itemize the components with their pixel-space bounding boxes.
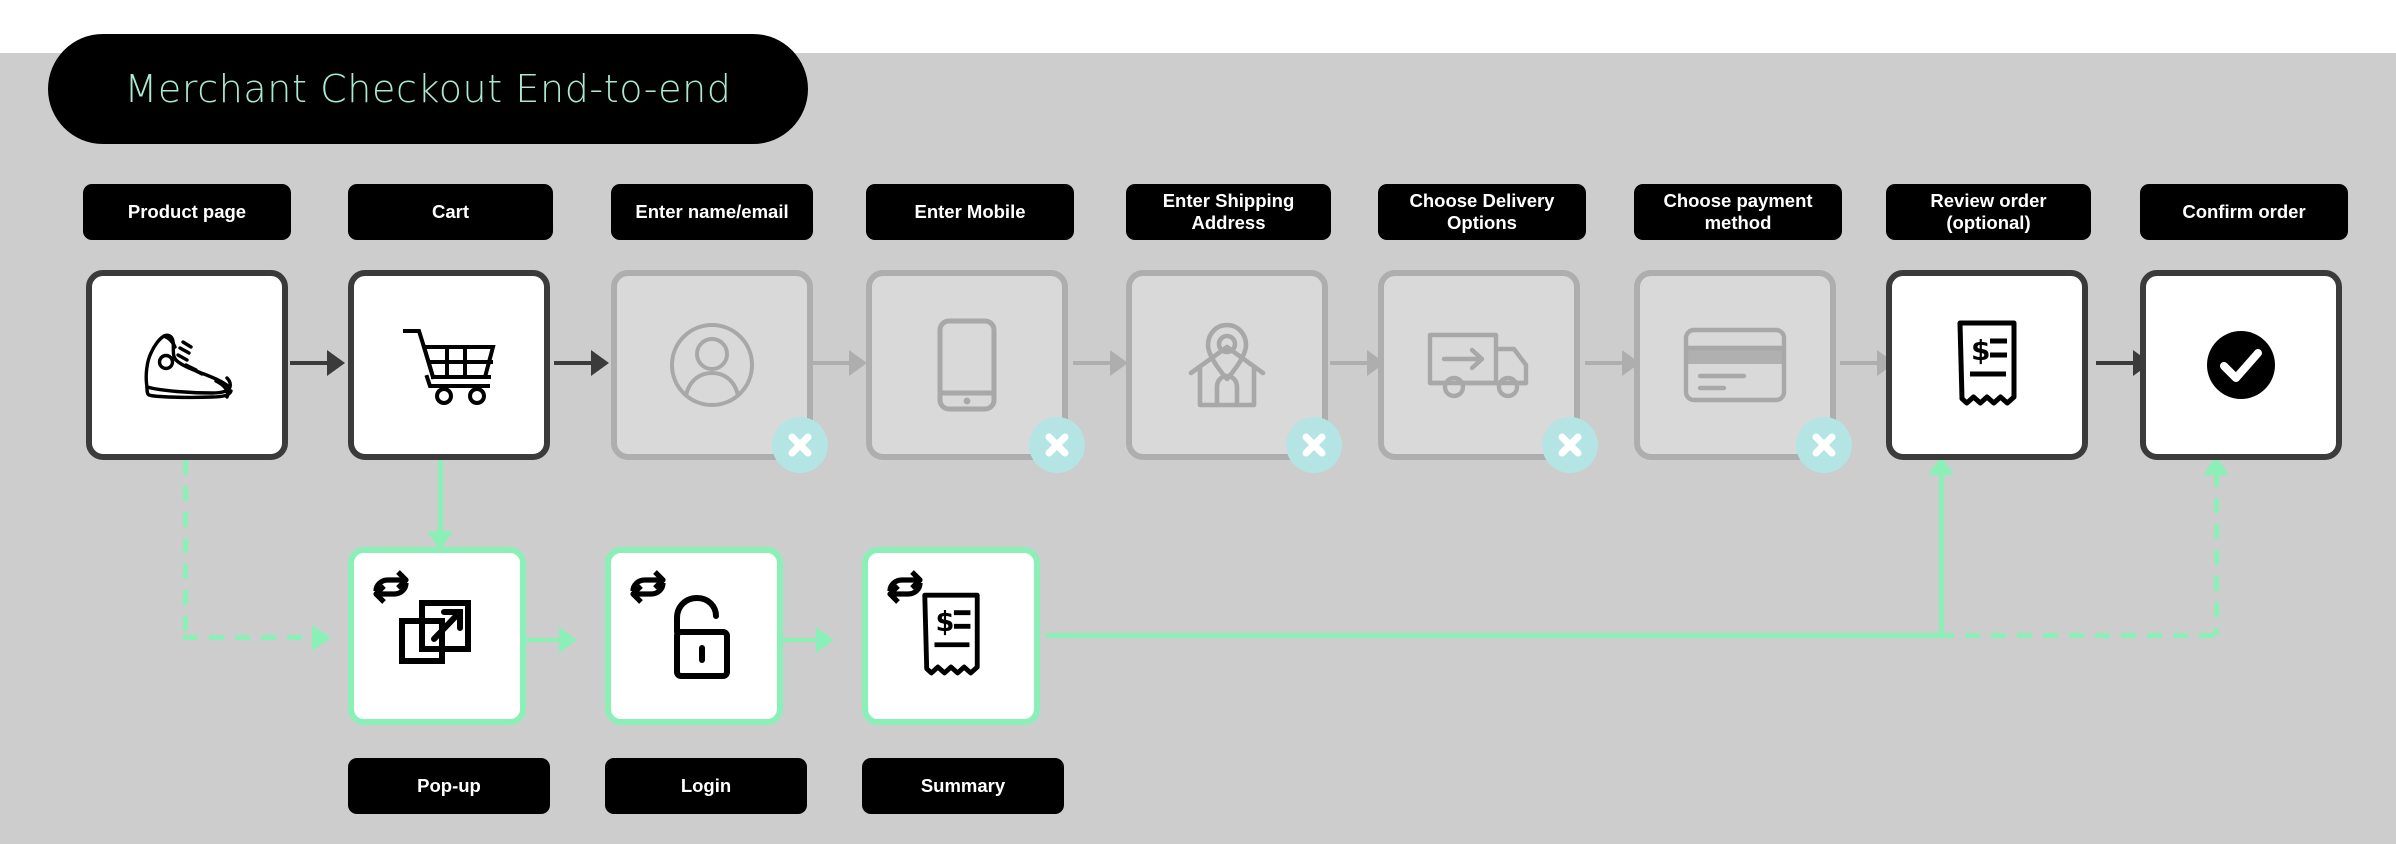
route-to-confirm-horizontal [1939,633,2219,638]
sub-label-text: Login [680,775,732,797]
credit-card-icon [1683,327,1787,403]
step-label-text: Product page [127,201,247,223]
sub-label-summary[interactable]: Summary [862,758,1064,814]
user-account-icon [670,323,754,407]
step-card-confirm-order[interactable] [2140,270,2342,460]
page-title: Merchant Checkout End-to-end [48,34,808,144]
connector-shaft [1585,361,1622,365]
receipt-icon: $ [922,592,980,676]
connector-shaft [525,638,559,642]
step-label-review-order[interactable]: Review order (optional) [1886,184,2091,240]
connector-delivery-to-payment [1585,348,1640,378]
step-label-text: Enter Shipping Address [1162,190,1295,233]
home-location-icon [1188,322,1266,408]
route-summary-to-review-arrowhead [1928,456,1954,475]
step-card-product-page[interactable] [86,270,288,460]
delivery-truck-icon [1427,332,1529,399]
connector-shaft [1330,361,1367,365]
step-label-text: Enter Mobile [914,201,1026,223]
step-label-choose-payment-method[interactable]: Choose payment method [1634,184,1842,240]
x-mark-icon [1558,433,1582,457]
connector-arrowhead [327,350,345,376]
step-label-enter-mobile[interactable]: Enter Mobile [866,184,1074,240]
unlocked-padlock-icon [674,595,730,679]
step-label-enter-shipping-address[interactable]: Enter Shipping Address [1126,184,1331,240]
sub-card-summary[interactable]: $ [862,547,1040,725]
external-window-icon [399,600,471,664]
svg-text:$: $ [935,607,954,638]
exclude-badge-choose-delivery-options[interactable] [1542,417,1598,473]
route-product-to-popup-arrowhead [312,625,331,651]
exclude-badge-enter-name-email[interactable] [772,417,828,473]
connector-shaft [1840,361,1877,365]
route-summary-to-review-horizontal [1046,633,1942,638]
sub-label-login[interactable]: Login [605,758,807,814]
route-summary-to-review-vertical [1939,472,1944,635]
step-card-cart[interactable] [348,270,550,460]
check-circle-icon [2207,331,2275,399]
exclude-badge-enter-mobile[interactable] [1029,417,1085,473]
connector-popup-to-login [525,625,577,655]
exclude-badge-choose-payment-method[interactable] [1796,417,1852,473]
x-mark-icon [1045,433,1069,457]
route-to-confirm-vertical [2214,472,2219,635]
connector-shaft [554,361,591,365]
connector-arrowhead [1110,350,1128,376]
sub-card-login[interactable] [605,547,783,725]
connector-shaft [1073,361,1110,365]
connector-shipping-to-delivery [1330,348,1385,378]
step-card-review-order[interactable]: $ [1886,270,2088,460]
step-label-enter-name-email[interactable]: Enter name/email [611,184,813,240]
sub-label-popup[interactable]: Pop-up [348,758,550,814]
sub-card-popup[interactable] [348,547,526,725]
receipt-icon: $ [1957,320,2017,406]
step-label-text: Confirm order [2182,201,2306,223]
swap-link-icon [630,570,666,604]
connector-login-to-summary [782,625,834,655]
connector-shaft [812,361,849,365]
connector-name-to-mobile [812,348,867,378]
connector-shaft [290,361,327,365]
step-label-text: Choose payment method [1663,190,1813,233]
svg-text:$: $ [1971,334,1990,367]
route-to-confirm-arrowhead [2203,456,2229,475]
sub-label-text: Pop-up [417,775,481,797]
connector-arrowhead [559,627,577,653]
connector-shaft [2096,361,2133,365]
step-label-confirm-order[interactable]: Confirm order [2140,184,2348,240]
x-mark-icon [788,433,812,457]
route-product-to-popup-vertical [183,460,188,640]
step-label-text: Cart [431,201,469,223]
step-label-cart[interactable]: Cart [348,184,553,240]
step-label-text: Review order (optional) [1930,190,2047,233]
mobile-phone-icon [937,318,997,412]
sub-label-text: Summary [920,775,1006,797]
step-label-choose-delivery-options[interactable]: Choose Delivery Options [1378,184,1586,240]
connector-shaft [782,638,816,642]
sneaker-icon [144,333,233,400]
connector-arrowhead [591,350,609,376]
x-mark-icon [1302,433,1326,457]
exclude-badge-enter-shipping-address[interactable] [1286,417,1342,473]
shopping-cart-icon [403,329,496,405]
connector-cart-to-name [554,348,609,378]
connector-arrowhead [816,627,834,653]
route-product-to-popup-horizontal [183,635,315,640]
page-title-text: Merchant Checkout End-to-end [124,67,732,111]
step-label-text: Choose Delivery Options [1409,190,1555,233]
swap-link-icon [887,570,923,604]
route-cart-to-popup-vertical [438,460,443,542]
x-mark-icon [1812,433,1836,457]
route-cart-to-popup-arrowhead [427,531,453,550]
connector-product-to-cart [290,348,345,378]
swap-link-icon [373,570,409,604]
step-label-product-page[interactable]: Product page [83,184,291,240]
connector-arrowhead [849,350,867,376]
step-label-text: Enter name/email [635,201,789,223]
connector-mobile-to-shipping [1073,348,1128,378]
